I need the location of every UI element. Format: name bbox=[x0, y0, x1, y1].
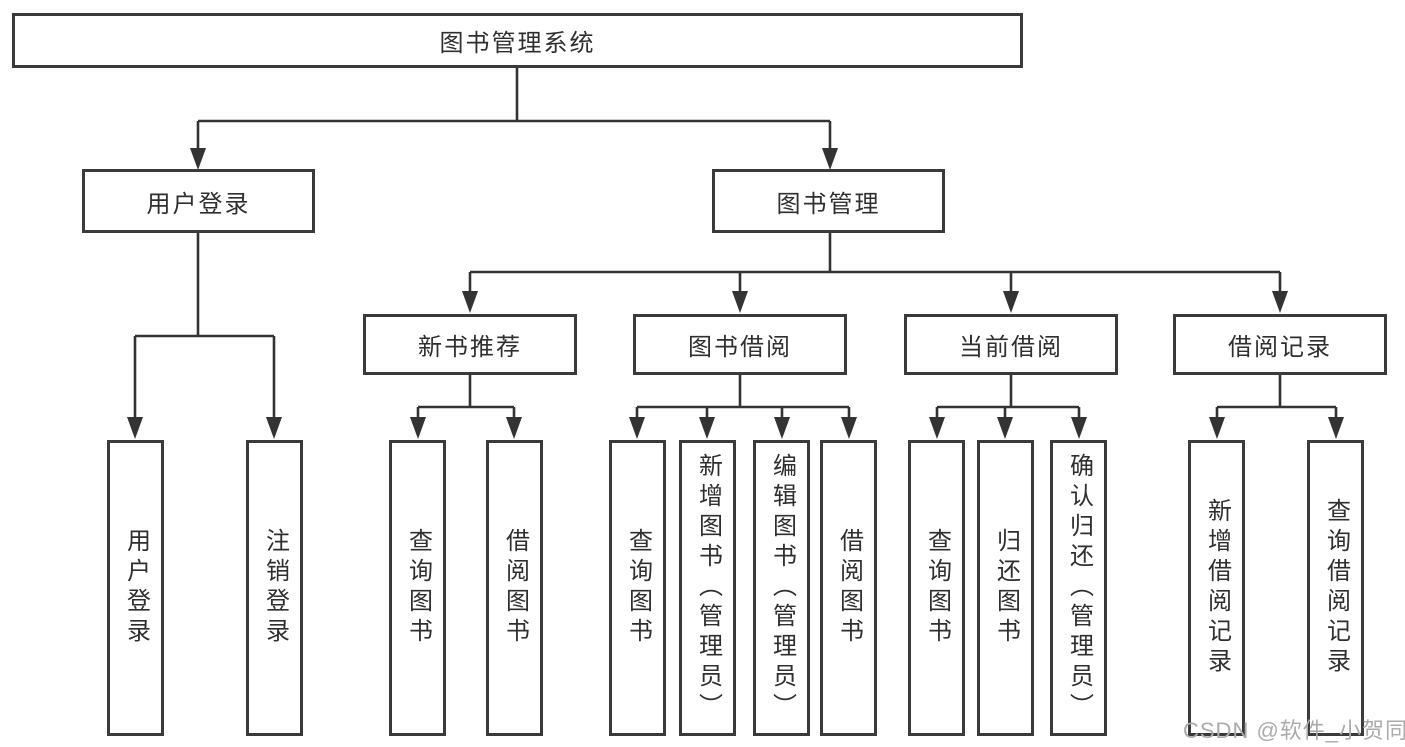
node-label: 当前借阅 bbox=[959, 334, 1063, 361]
node-new-book-recommend: 新书推荐 bbox=[363, 314, 577, 375]
node-book-borrow: 图书借阅 bbox=[633, 314, 847, 375]
arrowhead-icon bbox=[1209, 417, 1225, 439]
leaf-cb-confirm-return-admin: 确认归还（管理员） bbox=[1050, 440, 1107, 736]
leaf-bb-borrow-books: 借阅图书 bbox=[820, 440, 877, 736]
node-current-borrow: 当前借阅 bbox=[904, 314, 1118, 375]
arrowhead-icon bbox=[1071, 417, 1087, 439]
arrowhead-icon bbox=[410, 417, 426, 439]
watermark: CSDN @软件_小贺同学 bbox=[1183, 718, 1405, 743]
node-label: 查询借阅记录 bbox=[1322, 498, 1350, 678]
leaf-br-add-record: 新增借阅记录 bbox=[1188, 440, 1245, 736]
arrowhead-icon bbox=[997, 417, 1013, 439]
arrowhead-icon bbox=[462, 291, 478, 313]
arrowhead-icon bbox=[266, 417, 282, 439]
node-label: 新书推荐 bbox=[418, 334, 522, 361]
node-label: 查询图书 bbox=[624, 528, 652, 648]
arrowhead-icon bbox=[190, 148, 206, 170]
node-label: 图书借阅 bbox=[688, 334, 792, 361]
arrowhead-icon bbox=[1328, 417, 1344, 439]
node-label: 借阅图书 bbox=[835, 528, 863, 648]
node-label: 借阅图书 bbox=[501, 528, 529, 648]
leaf-nb-query-books: 查询图书 bbox=[389, 440, 446, 736]
leaf-br-query-record: 查询借阅记录 bbox=[1307, 440, 1364, 736]
node-label: 归还图书 bbox=[992, 528, 1020, 648]
node-label: 确认归还（管理员） bbox=[1065, 453, 1093, 723]
arrowhead-icon bbox=[841, 417, 857, 439]
arrowhead-icon bbox=[822, 148, 838, 170]
leaf-logout: 注销登录 bbox=[246, 440, 303, 736]
connector-path bbox=[133, 68, 1338, 418]
leaf-cb-query-books: 查询图书 bbox=[908, 440, 965, 736]
arrowhead-icon bbox=[1272, 291, 1288, 313]
leaf-user-login: 用户登录 bbox=[107, 440, 164, 736]
node-label: 用户登录 bbox=[146, 190, 251, 218]
arrowhead-icon bbox=[127, 417, 143, 439]
arrowhead-icon bbox=[506, 417, 522, 439]
node-label: 用户登录 bbox=[122, 528, 150, 648]
arrowhead-icon bbox=[774, 417, 790, 439]
node-label: 借阅记录 bbox=[1228, 334, 1332, 361]
node-label: 编辑图书（管理员） bbox=[768, 453, 796, 723]
leaf-cb-return-books: 归还图书 bbox=[977, 440, 1034, 736]
node-book-management: 图书管理 bbox=[712, 169, 945, 233]
node-label: 查询图书 bbox=[404, 528, 432, 648]
arrowhead-icon bbox=[629, 417, 645, 439]
arrowhead-icon bbox=[1003, 291, 1019, 313]
node-label: 注销登录 bbox=[261, 528, 289, 648]
node-label: 新增图书（管理员） bbox=[694, 453, 722, 723]
leaf-nb-borrow-books: 借阅图书 bbox=[486, 440, 543, 736]
arrowhead-icon bbox=[929, 417, 945, 439]
leaf-bb-query-books: 查询图书 bbox=[609, 440, 666, 736]
node-label: 图书管理系统 bbox=[439, 30, 596, 57]
node-label: 新增借阅记录 bbox=[1203, 498, 1231, 678]
node-label: 查询图书 bbox=[923, 528, 951, 648]
arrowhead-icon bbox=[699, 417, 715, 439]
node-borrow-records: 借阅记录 bbox=[1173, 314, 1387, 375]
arrowhead-icon bbox=[732, 291, 748, 313]
node-root: 图书管理系统 bbox=[12, 13, 1023, 68]
node-label: 图书管理 bbox=[776, 190, 881, 218]
leaf-bb-edit-books-admin: 编辑图书（管理员） bbox=[753, 440, 810, 736]
leaf-bb-add-books-admin: 新增图书（管理员） bbox=[679, 440, 736, 736]
node-user-login: 用户登录 bbox=[82, 169, 315, 233]
